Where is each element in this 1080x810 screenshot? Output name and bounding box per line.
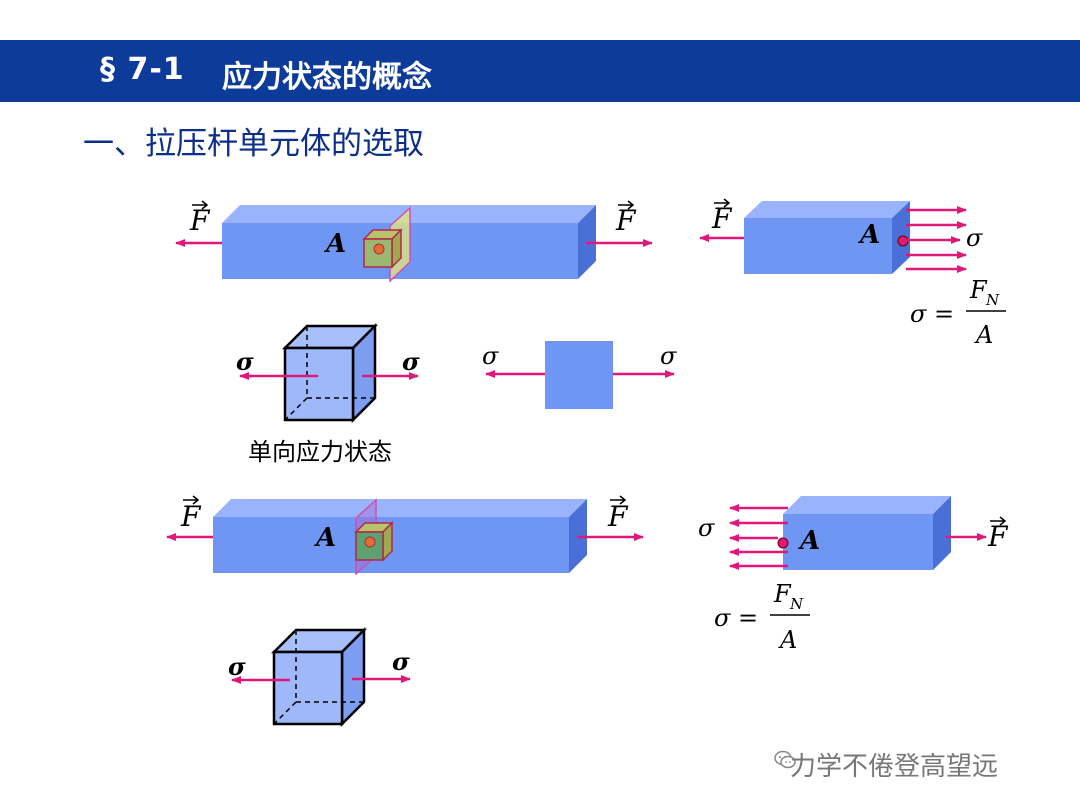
half-bar-top: [744, 201, 910, 274]
force-label-left-top: F: [189, 204, 211, 237]
sigma-label-right-flat: σ: [660, 342, 677, 370]
header-bar: § 7-1 应力状态的概念: [0, 40, 1080, 102]
stress-arrows-half-top: [906, 206, 967, 273]
svg-text:F: F: [773, 580, 792, 608]
element-cube-bottom: [354, 521, 394, 562]
sigma-label-left-flat: σ: [482, 342, 499, 370]
vector-mark: [610, 495, 627, 505]
section-title: 应力状态的概念: [222, 60, 432, 95]
force-label-left-bottom: F: [180, 500, 202, 533]
sigma-label-left-cube-1: σ: [236, 347, 254, 376]
element-cube-1: [281, 322, 379, 424]
area-label-top: A: [323, 229, 346, 259]
force-label-right-top: F: [615, 204, 637, 237]
watermark: 力学不倦登高望远: [790, 752, 999, 782]
stress-arrows-half-bottom: [729, 504, 788, 570]
formula-bottom: σ = F N A: [714, 580, 810, 654]
section-number: § 7-1: [100, 52, 185, 87]
svg-text:σ =: σ =: [714, 604, 758, 632]
bar-bottom: [213, 499, 587, 573]
vector-mark: [192, 200, 209, 210]
svg-text:σ =: σ =: [910, 300, 954, 328]
sigma-label-half-top: σ: [966, 224, 983, 252]
svg-text:F: F: [969, 276, 988, 304]
area-label-half-bottom: A: [797, 526, 820, 556]
element-cube-2: [270, 626, 368, 728]
svg-text:N: N: [985, 291, 1000, 309]
vector-mark: [714, 198, 731, 208]
sigma-label-left-cube-2: σ: [228, 652, 246, 681]
sigma-label-right-cube-1: σ: [402, 347, 420, 376]
formula-top: σ = F N A: [910, 276, 1006, 349]
wechat-icon: [774, 750, 796, 769]
flat-element: [545, 341, 613, 409]
element-cube-top: [362, 228, 403, 269]
svg-text:A: A: [974, 321, 993, 349]
svg-text:N: N: [789, 595, 804, 613]
half-bar-bottom: [783, 496, 951, 570]
subtitle: 一、拉压杆单元体的选取: [83, 126, 424, 162]
vector-mark: [183, 495, 200, 505]
force-label-right-bottom: F: [607, 500, 629, 533]
force-label-half-top: F: [711, 202, 733, 235]
uniaxial-caption: 单向应力状态: [248, 438, 392, 466]
force-label-half-bottom: F: [987, 520, 1009, 553]
vector-mark: [618, 200, 635, 210]
sigma-label-right-cube-2: σ: [392, 647, 410, 676]
area-label-half-top: A: [857, 220, 880, 250]
point-a-half-bottom: [777, 537, 789, 549]
sigma-label-half-bottom: σ: [698, 514, 715, 542]
svg-text:A: A: [778, 626, 797, 654]
area-label-bottom: A: [313, 523, 336, 553]
vector-mark: [990, 516, 1007, 526]
